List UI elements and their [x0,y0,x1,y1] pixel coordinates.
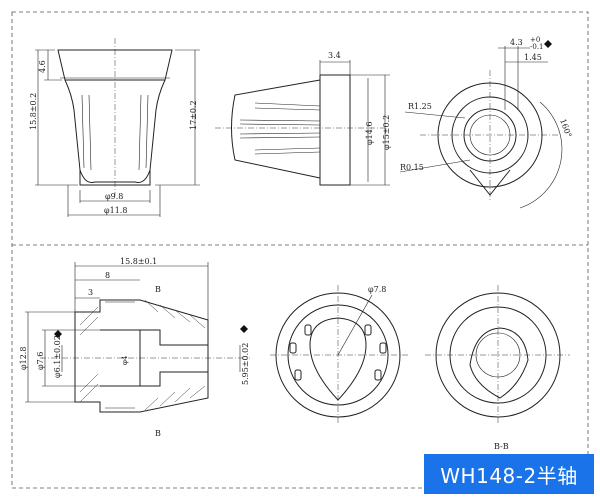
section-dim-8: 8 [105,271,110,280]
side-dim-width: 3.4 [328,51,341,60]
section-dim-d128: φ12.8 [19,347,28,370]
section-dim-3: 3 [88,288,93,297]
top-dim-43-tol-down: -0.1 [530,43,544,51]
front-dim-height: 15.8±0.2 [29,93,38,130]
section-dim-595: 5.95±0.02 [241,343,250,385]
front-dim-d11: φ11.8 [104,206,127,215]
side-view: 3.4 φ14.6 φ15±0.2 [215,51,391,186]
section-dim-d76: φ7.6 [36,352,45,370]
top-dim-r015: R0.15 [400,163,424,172]
front-view: 15.8±0.2 4.6 17±0.2 φ9.8 φ11.8 [29,38,200,217]
side-dim-d15: φ15±0.2 [382,115,391,150]
section-dim-d61: φ6.1±0.02 [53,335,62,378]
front-dim-cap: 4.6 [38,60,47,73]
top-dim-43-tol-up: +0 [530,36,540,44]
front-dim-d9: φ9.8 [105,192,123,201]
bottom-dim-d78: φ7.8 [368,285,386,294]
bb-view: B-B [425,285,570,451]
drawing-frame [11,11,589,489]
diamond-icon [240,325,248,333]
side-dim-d146: φ14.6 [365,122,374,145]
bottom-view: φ7.8 [270,285,410,425]
title-badge: WH148-2半轴 [424,454,594,494]
section-dim-158: 15.8±0.1 [120,257,157,266]
diamond-icon [54,330,62,338]
section-b-bottom: B [155,429,161,438]
section-view: 15.8±0.1 8 3 B B φ12.8 φ7.6 φ6.1±0.02 5.… [19,257,250,438]
top-dim-145: 1.45 [524,53,542,62]
bb-section-label: B-B [494,442,509,451]
top-view: 160° 4.3 +0 -0.1 1.45 R1.25 R0.15 [399,36,573,209]
top-dim-43: 4.3 [510,38,523,47]
front-dim-total: 17±0.2 [189,100,198,130]
top-dim-r125: R1.25 [408,102,432,111]
section-dim-d4: φ4 [121,355,129,365]
section-b-top: B [155,285,161,294]
diamond-icon [544,40,552,48]
